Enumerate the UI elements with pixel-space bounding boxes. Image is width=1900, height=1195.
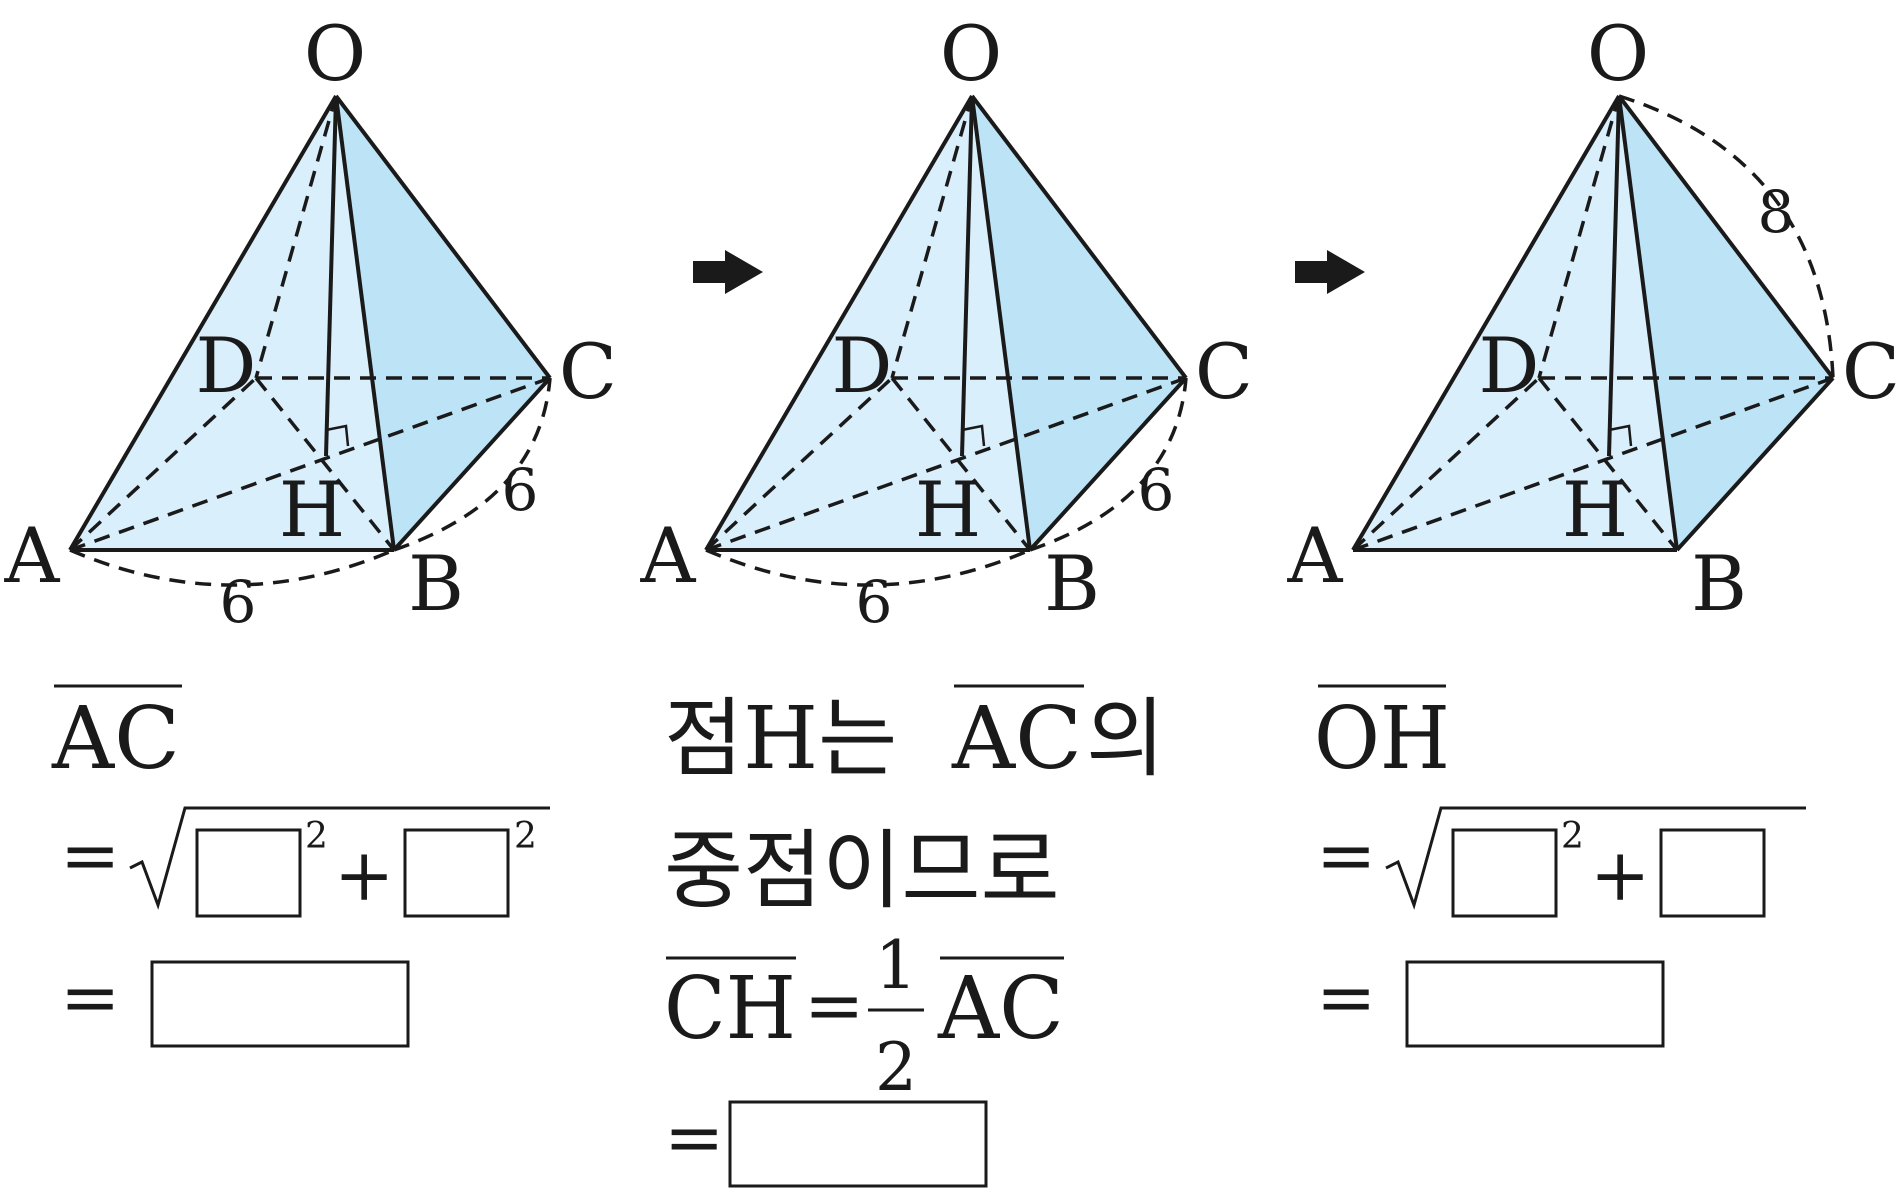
- pyramid-figure-1: 6 6 O A B C D H: [4, 9, 618, 636]
- right-arrow-icon: [693, 250, 763, 294]
- vertex-label-h: H: [279, 465, 345, 554]
- segment-ac-label: AC: [951, 689, 1082, 789]
- vertex-label-h-3: H: [1562, 465, 1628, 554]
- vertex-label-a-2: A: [640, 511, 697, 600]
- measure-arc-ab-2: [705, 377, 1188, 587]
- equals-sign: =: [804, 963, 864, 1047]
- vertex-label-d-3: D: [1479, 321, 1540, 410]
- answer-box-ac-term1[interactable]: [195, 828, 302, 918]
- equals-sign: =: [1316, 955, 1376, 1039]
- vertex-label-b: B: [408, 539, 464, 628]
- segment-ch-label: CH: [664, 959, 796, 1059]
- measure-label-bc: 6: [502, 456, 539, 524]
- equals-sign: =: [1316, 813, 1376, 897]
- answer-box-ac-result[interactable]: [150, 960, 410, 1048]
- exponent-2: 2: [1561, 816, 1584, 857]
- vertex-label-o: O: [304, 9, 366, 98]
- measure-arc-oc: [1618, 94, 1835, 379]
- measure-label-ab-2: 6: [856, 568, 893, 636]
- vertex-label-o-2: O: [940, 9, 1002, 98]
- segment-oh-label: OH: [1314, 689, 1450, 789]
- vertex-label-a-3: A: [1287, 511, 1344, 600]
- measure-label-bc-2: 6: [1138, 456, 1175, 524]
- equals-sign: =: [60, 813, 120, 897]
- sqrt-sign: [129, 806, 550, 910]
- pyramid-figure-3: 8 O A B C D H: [1287, 9, 1900, 628]
- exponent-2: 2: [514, 816, 537, 857]
- measure-arc-ab: [69, 377, 552, 587]
- answer-box-ch-result[interactable]: [728, 1100, 988, 1188]
- segment-ac-label: AC: [937, 959, 1064, 1059]
- fraction-denominator: 2: [875, 1029, 917, 1106]
- vertex-label-b-2: B: [1044, 539, 1100, 628]
- text-midpoint: 중점이므로: [664, 821, 1060, 921]
- vertex-label-d: D: [196, 321, 257, 410]
- answer-box-oh-result[interactable]: [1405, 960, 1665, 1048]
- vertex-label-h-2: H: [915, 465, 981, 554]
- answer-box-oh-term1[interactable]: [1451, 828, 1558, 918]
- answer-box-oh-term2[interactable]: [1659, 828, 1766, 918]
- vertex-label-c-2: C: [1195, 327, 1253, 416]
- calc-panel-oh: OH = 2 + =: [1314, 684, 1806, 1048]
- answer-box-ac-term2[interactable]: [403, 828, 510, 918]
- sqrt-sign: [1385, 806, 1806, 910]
- equals-sign: =: [664, 1095, 724, 1179]
- pyramid-figure-2: 6 6 O A B C D H: [640, 9, 1254, 636]
- vertex-label-c: C: [559, 327, 617, 416]
- measure-label-ab: 6: [220, 568, 257, 636]
- exponent-2: 2: [305, 816, 328, 857]
- equals-sign: =: [60, 955, 120, 1039]
- segment-ac-label: AC: [51, 689, 180, 789]
- vertex-label-d-2: D: [832, 321, 893, 410]
- calc-panel-ac: AC = 2 + 2 =: [51, 684, 550, 1048]
- plus-sign: +: [1590, 833, 1650, 917]
- text-point-h: 점H는: [664, 689, 897, 789]
- text-particle: 의: [1086, 689, 1165, 789]
- calc-panel-ch: 점H는 AC 의 중점이므로 CH = 1 2 AC =: [664, 684, 1165, 1188]
- right-arrow-icon: [1295, 250, 1365, 294]
- fraction-numerator: 1: [875, 927, 917, 1004]
- vertex-label-a: A: [4, 511, 61, 600]
- plus-sign: +: [334, 833, 394, 917]
- vertex-label-b-3: B: [1691, 539, 1747, 628]
- measure-label-oc: 8: [1758, 178, 1795, 246]
- vertex-label-o-3: O: [1587, 9, 1649, 98]
- vertex-label-c-3: C: [1842, 327, 1900, 416]
